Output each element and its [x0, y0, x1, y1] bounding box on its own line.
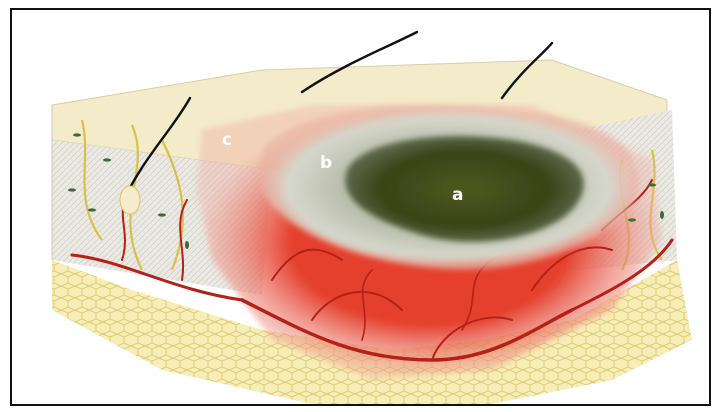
hair-follicle: [120, 186, 140, 214]
label-zone-c: c: [222, 130, 232, 150]
label-zone-b: b: [320, 153, 332, 173]
burn-wound-skin-cross-section: c b a: [12, 10, 709, 404]
figure-frame: c b a: [10, 8, 711, 406]
label-zone-a: a: [452, 185, 463, 205]
